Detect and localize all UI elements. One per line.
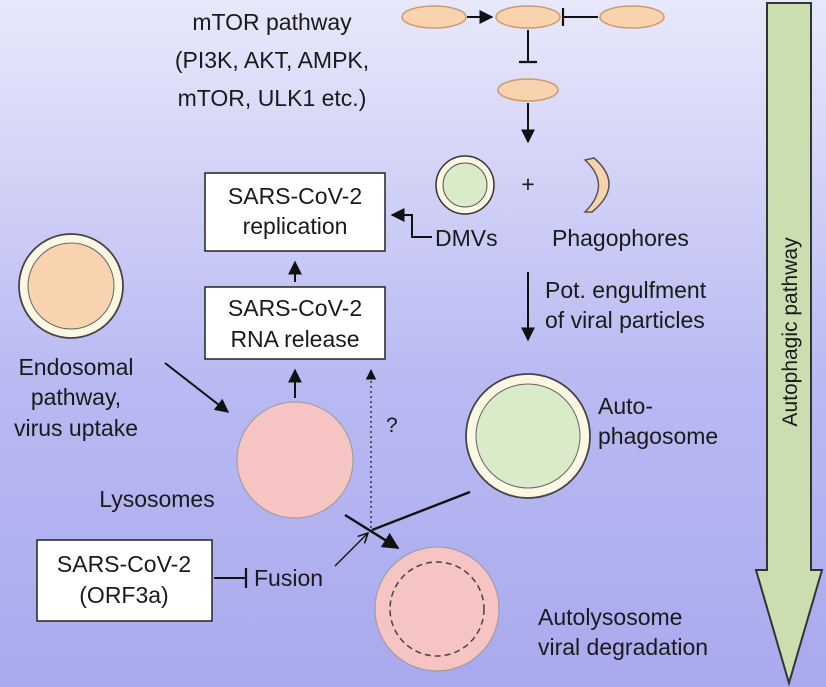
endosomal-label-line3: virus uptake — [14, 415, 138, 441]
autolysosome-icon — [374, 546, 500, 672]
replication-box-line2: replication — [243, 213, 348, 239]
fusion-pointer-arrow — [334, 533, 368, 567]
autophagic-pathway-arrow — [754, 2, 824, 687]
phagophores-label: Phagophores — [552, 225, 689, 251]
endosome-icon — [27, 242, 115, 330]
autophagosome-icon — [475, 383, 581, 489]
fusion-label: Fusion — [254, 565, 323, 591]
endosomal-label-line1: Endosomal — [18, 354, 133, 380]
endosomal-label-line2: pathway, — [31, 384, 121, 410]
replication-box-line1: SARS-CoV-2 — [228, 183, 362, 209]
endosome-to-lysosome-arrow — [164, 362, 230, 413]
dmv-icon — [442, 162, 488, 208]
autophagosome-label-line2: phagosome — [598, 423, 718, 449]
orf3a-box — [36, 539, 213, 622]
signal-node-4 — [497, 78, 559, 102]
plus-sign: + — [521, 171, 534, 197]
question-mark: ? — [386, 414, 398, 437]
autophagic-pathway-label: Autophagic pathway — [779, 237, 802, 427]
dmv-to-replication-arrow — [390, 208, 432, 238]
lysosome-icon — [236, 401, 354, 519]
mtor-components-line1: (PI3K, AKT, AMPK, — [175, 47, 369, 73]
lysosome-fusion-arrow — [344, 513, 400, 550]
rna-release-box-line2: RNA release — [230, 326, 359, 352]
rna-release-box-line1: SARS-CoV-2 — [228, 295, 362, 321]
mtor-title: mTOR pathway — [192, 9, 352, 35]
orf3a-box-line1: SARS-CoV-2 — [57, 551, 191, 577]
engulfment-label-line1: Pot. engulfment — [545, 277, 707, 303]
phagophore-icon — [583, 157, 610, 213]
replication-box — [204, 172, 386, 252]
rna-release-box — [204, 286, 386, 360]
autophagosome-label-line1: Auto- — [598, 393, 653, 419]
autophagosome-fusion-line — [371, 490, 471, 532]
autolysosome-label-line1: Autolysosome — [538, 604, 682, 630]
dmvs-label: DMVs — [435, 225, 498, 251]
signal-node-3 — [599, 5, 665, 29]
autolysosome-inner-membrane — [389, 561, 485, 657]
engulfment-label-line2: of viral particles — [545, 307, 705, 333]
signal-node-2 — [495, 5, 561, 29]
orf3a-box-line2: (ORF3a) — [79, 582, 168, 608]
mtor-components-line2: mTOR, ULK1 etc.) — [178, 85, 367, 111]
autolysosome-label-line2: viral degradation — [538, 634, 708, 660]
lysosomes-label: Lysosomes — [99, 486, 214, 512]
signal-node-1 — [401, 5, 467, 29]
